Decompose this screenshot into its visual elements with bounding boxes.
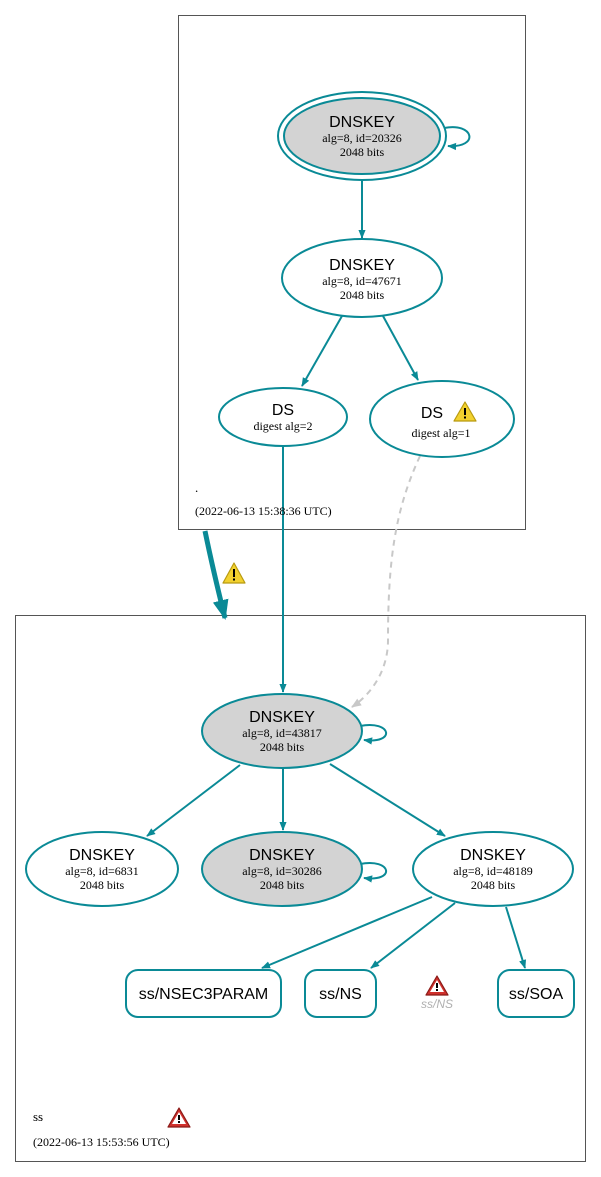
edge-30286-self: [359, 862, 387, 883]
node-ss-key-30286[interactable]: DNSKEY alg=8, id=30286 2048 bits: [201, 831, 363, 907]
edge-root-zsk-to-ds1: [382, 315, 419, 381]
edge-delegation: [202, 530, 229, 620]
node-ds-2-title: DS: [272, 402, 294, 419]
delegation-warning-icon: [222, 562, 246, 584]
edge-48189-to-soa: [505, 906, 527, 969]
zone-ss-box: [15, 615, 586, 1162]
rrset-nsec3param[interactable]: ss/NSEC3PARAM: [125, 969, 282, 1018]
node-ss-key-48189-line1: alg=8, id=48189: [453, 864, 533, 878]
node-ds-1[interactable]: DS digest alg=1: [369, 380, 515, 458]
edge-ds1-to-ss-ksk: [351, 455, 421, 708]
node-root-ksk[interactable]: DNSKEY alg=8, id=20326 2048 bits: [277, 91, 447, 181]
zone-ss-name: ss: [33, 1109, 43, 1124]
node-root-zsk-line1: alg=8, id=47671: [322, 274, 402, 288]
node-ds-1-line1: digest alg=1: [411, 426, 470, 440]
node-ss-ksk[interactable]: DNSKEY alg=8, id=43817 2048 bits: [201, 693, 363, 769]
rrset-ns-label: ss/NS: [319, 986, 362, 1003]
node-ss-key-48189[interactable]: DNSKEY alg=8, id=48189 2048 bits: [412, 831, 574, 907]
node-root-zsk[interactable]: DNSKEY alg=8, id=47671 2048 bits: [281, 238, 443, 318]
edge-ss-ksk-self: [359, 724, 387, 745]
node-ss-key-6831-line1: alg=8, id=6831: [65, 864, 139, 878]
rrset-soa[interactable]: ss/SOA: [497, 969, 575, 1018]
edge-root-ksk-self: [443, 126, 471, 151]
edge-root-zsk-to-ds2: [301, 315, 343, 387]
zone-root-name: .: [195, 480, 198, 495]
node-ds-1-title: DS: [421, 405, 443, 422]
node-ss-key-30286-line2: 2048 bits: [260, 878, 305, 892]
ns-error-icon: [425, 975, 449, 996]
zone-ss-timestamp: (2022-06-13 15:53:56 UTC): [33, 1135, 170, 1149]
edge-48189-to-nsec3param: [261, 896, 433, 969]
rrset-ns[interactable]: ss/NS: [304, 969, 377, 1018]
node-ds-2-line1: digest alg=2: [253, 419, 312, 433]
zone-error-icon: [167, 1107, 191, 1128]
node-root-zsk-title: DNSKEY: [329, 257, 395, 274]
node-ds-2[interactable]: DS digest alg=2: [218, 387, 348, 447]
edge-48189-to-ns: [370, 902, 456, 969]
edge-ss-ksk-to-48189: [329, 763, 446, 837]
node-ss-ksk-line1: alg=8, id=43817: [242, 726, 322, 740]
node-ss-ksk-line2: 2048 bits: [260, 740, 305, 754]
node-root-ksk-line2: 2048 bits: [340, 145, 385, 159]
ds-warning-icon: [453, 401, 477, 422]
node-root-ksk-line1: alg=8, id=20326: [322, 131, 402, 145]
node-ss-key-30286-title: DNSKEY: [249, 847, 315, 864]
node-ss-key-48189-title: DNSKEY: [460, 847, 526, 864]
node-ss-key-48189-line2: 2048 bits: [471, 878, 516, 892]
node-ss-key-6831-title: DNSKEY: [69, 847, 135, 864]
node-ss-key-6831[interactable]: DNSKEY alg=8, id=6831 2048 bits: [25, 831, 179, 907]
rrset-nsec3param-label: ss/NSEC3PARAM: [139, 986, 269, 1003]
node-root-zsk-line2: 2048 bits: [340, 288, 385, 302]
rrset-soa-label: ss/SOA: [509, 986, 564, 1003]
ns-error-label: ss/NS: [421, 997, 453, 1011]
node-ss-key-6831-line2: 2048 bits: [80, 878, 125, 892]
edge-ss-ksk-to-6831: [146, 764, 241, 837]
node-ss-key-30286-line1: alg=8, id=30286: [242, 864, 322, 878]
zone-root-box: [178, 15, 526, 530]
zone-root-timestamp: (2022-06-13 15:38:36 UTC): [195, 504, 332, 518]
node-root-ksk-title: DNSKEY: [329, 114, 395, 131]
node-ss-ksk-title: DNSKEY: [249, 709, 315, 726]
